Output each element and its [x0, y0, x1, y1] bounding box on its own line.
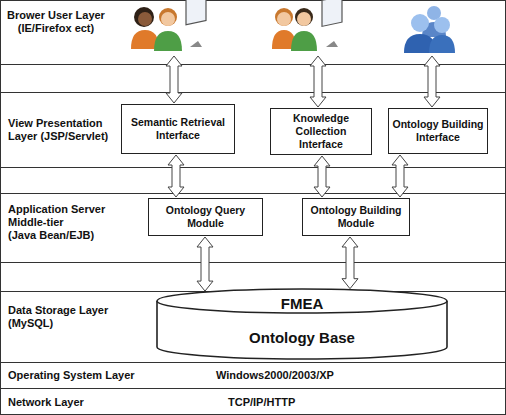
- user-group-icon: [404, 6, 455, 53]
- user-group-icon: [131, 0, 206, 51]
- person-body: [291, 31, 317, 51]
- layer-separators: [0, 65, 506, 389]
- monitor-stand: [326, 41, 338, 47]
- layer-label: Operating System Layer: [8, 369, 168, 382]
- face: [161, 12, 175, 26]
- node-title: FMEA: [156, 295, 448, 313]
- face: [297, 12, 311, 26]
- hair: [275, 8, 293, 26]
- head: [411, 14, 429, 32]
- separator-line: [0, 193, 506, 194]
- monitor-stand: [190, 41, 202, 47]
- module-box: Knowledge Collection Interface: [270, 108, 372, 155]
- layer-label: View Presentation Layer (JSP/Servlet): [8, 117, 120, 143]
- hollow-double-arrow: [310, 56, 326, 107]
- separator-line: [0, 362, 506, 363]
- monitor-icon: [322, 0, 342, 26]
- hollow-double-arrow: [314, 156, 330, 197]
- hollow-double-arrow: [342, 237, 358, 289]
- face: [138, 12, 152, 26]
- node-title: Ontology Building Module: [305, 204, 407, 230]
- node-title: Ontology Query Module: [151, 204, 260, 230]
- person-body: [429, 35, 455, 53]
- module-box: Ontology Building Interface: [388, 108, 488, 154]
- separator-line: [0, 388, 506, 389]
- node-title: Ontology Building Interface: [391, 118, 485, 144]
- hollow-double-arrow: [424, 56, 440, 107]
- hair: [159, 8, 177, 26]
- layer-label: TCP/IP/HTTP: [228, 396, 388, 409]
- hair: [295, 8, 313, 26]
- hollow-double-arrow: [392, 155, 408, 197]
- layer-label: Application Server Middle-tier: [8, 203, 108, 229]
- separator-line: [0, 262, 506, 263]
- cylinder-top: [157, 289, 447, 313]
- head: [434, 17, 450, 33]
- layer-label: Data Storage Layer (MySQL): [8, 304, 116, 330]
- module-box: Ontology Query Module: [148, 198, 263, 236]
- person-body: [154, 31, 182, 51]
- user-arrows: [166, 56, 440, 107]
- hair: [134, 7, 154, 27]
- module-box: Ontology Building Module: [302, 198, 410, 236]
- monitor-icon: [186, 0, 206, 25]
- node-title: Knowledge Collection Interface: [273, 112, 369, 151]
- layer-label: Network Layer: [8, 396, 168, 409]
- layer-label: Brower User Layer (IE/Firefox ect): [4, 9, 108, 35]
- face: [277, 12, 291, 26]
- module-box: Semantic Retrieval Interface: [121, 104, 235, 154]
- hollow-double-arrow: [168, 155, 184, 197]
- user-group-icon: [272, 0, 342, 51]
- node-title: Semantic Retrieval Interface: [124, 116, 232, 142]
- hollow-double-arrow: [166, 56, 182, 103]
- node-body: Ontology Base: [156, 329, 448, 347]
- layer-label: (Java Bean/EJB): [8, 229, 118, 242]
- layer-label: Windows2000/2003/XP: [216, 369, 376, 382]
- hollow-double-arrow: [197, 237, 213, 291]
- database-cylinder: FMEA Ontology Base: [156, 288, 448, 360]
- separator-line: [0, 167, 506, 168]
